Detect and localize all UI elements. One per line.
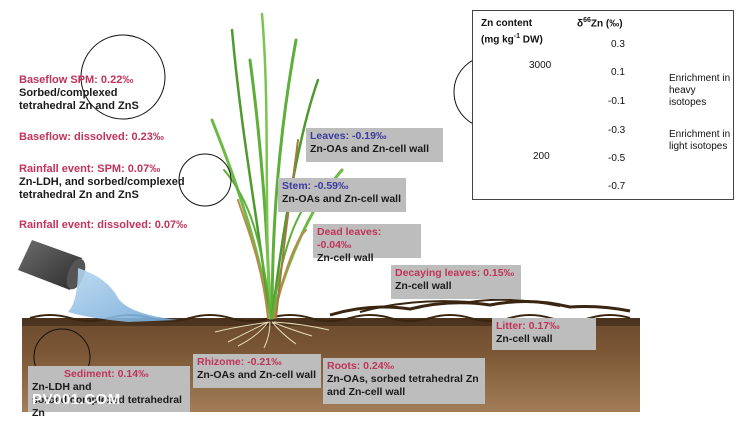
roots-body: Zn-OAs, sorbed tetrahedral Zn and Zn-cel… — [327, 373, 479, 398]
rainfall-spm-title: Rainfall event: SPM: 0.07‰ — [19, 163, 161, 175]
plant — [210, 12, 344, 320]
label-decaying-leaves: Decaying leaves: 0.15‰ Zn-cell wall — [391, 265, 521, 299]
label-dead-leaves: Dead leaves: -0.04‰ Zn-cell wall — [313, 224, 421, 264]
label-roots: Roots: 0.24‰ Zn-OAs, sorbed tetrahedral … — [323, 358, 485, 404]
legend-heavy-label: Enrichment in heavy isotopes — [669, 73, 731, 108]
decaying-leaves-title: Decaying leaves: 0.15‰ — [395, 267, 515, 279]
watermark: PV001.COM — [32, 391, 121, 408]
scale-tick-1: 0.1 — [611, 67, 625, 78]
rhizome-title: Rhizome: -0.21‰ — [197, 356, 282, 368]
sediment-body: Zn-LDH and sorbed/complexed tetrahedral … — [32, 381, 182, 419]
label-baseflow-spm: Baseflow SPM: 0.22‰ Sorbed/complexed tet… — [19, 74, 169, 113]
scale-tick-5: -0.7 — [608, 181, 626, 192]
roots-title: Roots: 0.24‰ — [327, 360, 395, 372]
scale-tick-0: 0.3 — [611, 39, 625, 50]
label-baseflow-dissolved: Baseflow: dissolved: 0.23‰ — [19, 131, 164, 143]
roots — [214, 321, 330, 349]
label-stem: Stem: -0.59‰ Zn-OAs and Zn-cell wall — [278, 178, 406, 212]
label-rainfall-dissolved: Rainfall event: dissolved: 0.07‰ — [19, 219, 188, 231]
decaying-leaves-body: Zn-cell wall — [395, 280, 452, 292]
dead-leaves-title: Dead leaves: -0.04‰ — [317, 226, 382, 251]
legend-size-small: 200 — [533, 151, 550, 162]
legend-zn-content-title: Zn content (mg kg-1 DW) — [481, 18, 543, 46]
label-sediment: Sediment: 0.14‰ Zn-LDH and sorbed/comple… — [28, 366, 190, 419]
litter-title: Litter: 0.17‰ — [496, 320, 560, 332]
label-leaves: Leaves: -0.19‰ Zn-OAs and Zn-cell wall — [306, 128, 443, 162]
label-rhizome: Rhizome: -0.21‰ Zn-OAs and Zn-cell wall — [193, 354, 321, 388]
legend-panel: Zn content (mg kg-1 DW) δ66Zn (‰) 3000 2… — [472, 10, 734, 200]
leaves-body: Zn-OAs and Zn-cell wall — [310, 143, 430, 155]
baseflow-spm-title: Baseflow SPM: 0.22‰ — [19, 74, 134, 86]
rhizome-body: Zn-OAs and Zn-cell wall — [197, 369, 317, 381]
rainfall-spm-body: Zn-LDH, and sorbed/complexed tetrahedral… — [19, 176, 185, 201]
leaves-title: Leaves: -0.19‰ — [310, 130, 387, 142]
label-rainfall-spm: Rainfall event: SPM: 0.07‰ Zn-LDH, and s… — [19, 163, 189, 202]
stem-body: Zn-OAs and Zn-cell wall — [282, 193, 402, 205]
sediment-title: Sediment: 0.14‰ — [64, 368, 149, 380]
scale-tick-3: -0.3 — [608, 125, 626, 136]
legend-light-label: Enrichment in light isotopes — [669, 129, 731, 152]
stem-title: Stem: -0.59‰ — [282, 180, 349, 192]
water-flow — [68, 268, 178, 322]
scale-tick-2: -0.1 — [608, 96, 626, 107]
label-litter: Litter: 0.17‰ Zn-cell wall — [492, 318, 596, 350]
legend-size-large: 3000 — [529, 60, 552, 71]
litter-body: Zn-cell wall — [496, 333, 553, 345]
legend-delta-title: δ66Zn (‰) — [577, 17, 623, 30]
dead-leaves-body: Zn-cell wall — [317, 252, 374, 264]
scale-tick-4: -0.5 — [608, 153, 626, 164]
baseflow-spm-body: Sorbed/complexed tetrahedral Zn and ZnS — [19, 87, 139, 112]
